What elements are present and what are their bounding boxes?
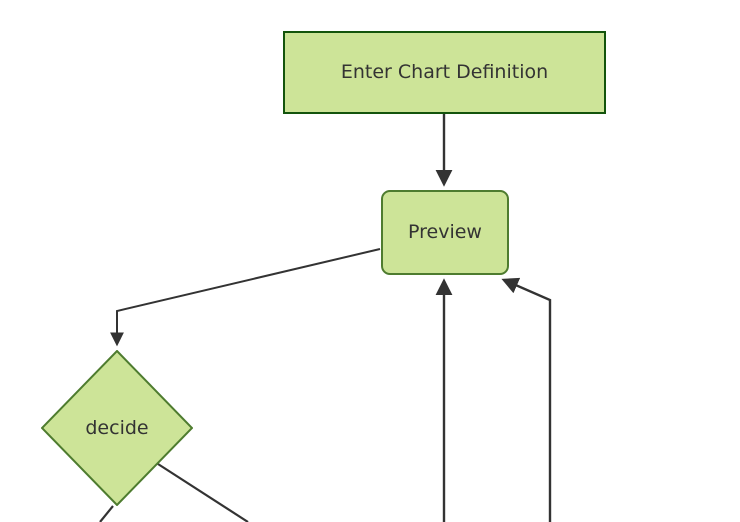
node-label: decide bbox=[85, 416, 149, 439]
diamond-shape bbox=[41, 350, 193, 506]
node-label: Preview bbox=[408, 221, 482, 243]
edge-decide-out-left bbox=[99, 505, 114, 522]
node-label-wrapper: decide bbox=[41, 350, 193, 506]
edge-decide-out-right bbox=[157, 463, 249, 522]
node-decide[interactable]: decide bbox=[41, 350, 193, 506]
edge-inbound-right-to-preview bbox=[501, 277, 552, 522]
node-label: Enter Chart Definition bbox=[340, 61, 549, 83]
edge-preview-to-decide bbox=[110, 248, 381, 347]
node-enter-chart-definition[interactable]: Enter Chart Definition bbox=[283, 31, 606, 114]
node-preview[interactable]: Preview bbox=[381, 190, 509, 275]
